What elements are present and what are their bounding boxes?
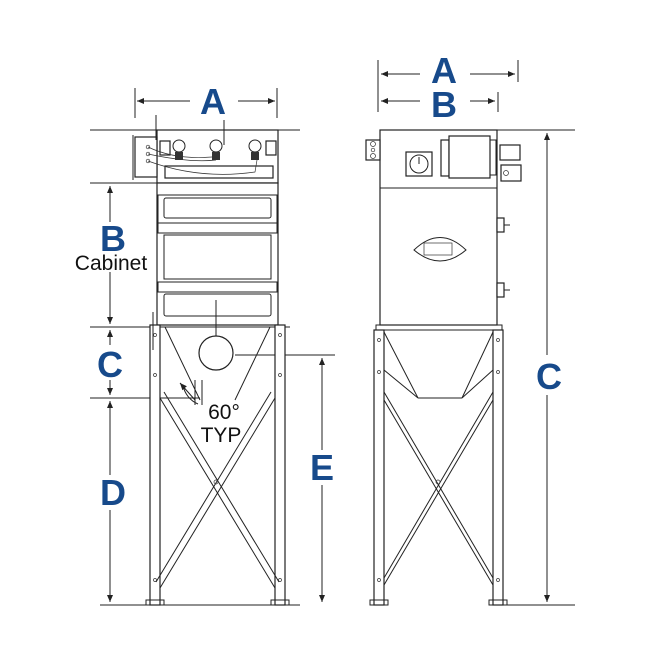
pressure-gauge-icon bbox=[405, 151, 433, 177]
pulse-valve-plenum bbox=[132, 115, 279, 184]
label-c: C bbox=[536, 356, 562, 397]
angle-note: TYP bbox=[201, 424, 242, 447]
cabinet-front bbox=[365, 129, 522, 326]
angle-value: 60° bbox=[208, 401, 240, 424]
label-b: B bbox=[431, 84, 457, 125]
solenoid-assembly bbox=[499, 144, 522, 182]
cabinet-body bbox=[156, 182, 279, 326]
label-c: C bbox=[97, 344, 123, 385]
cabinet-label: Cabinet bbox=[75, 252, 148, 275]
label-d: D bbox=[100, 472, 126, 513]
hopper-stand bbox=[145, 300, 290, 606]
motor-box bbox=[440, 135, 497, 179]
left-dimension-a: A bbox=[134, 81, 278, 122]
outlet-icon bbox=[198, 335, 234, 371]
label-a: A bbox=[200, 81, 226, 122]
access-door-icon bbox=[413, 237, 467, 262]
label-a: A bbox=[431, 50, 457, 91]
label-b: B bbox=[100, 218, 126, 259]
left-side-view: A bbox=[75, 81, 335, 606]
hopper-stand bbox=[369, 324, 508, 606]
right-front-view: A B C bbox=[365, 50, 575, 606]
label-e: E bbox=[310, 447, 334, 488]
